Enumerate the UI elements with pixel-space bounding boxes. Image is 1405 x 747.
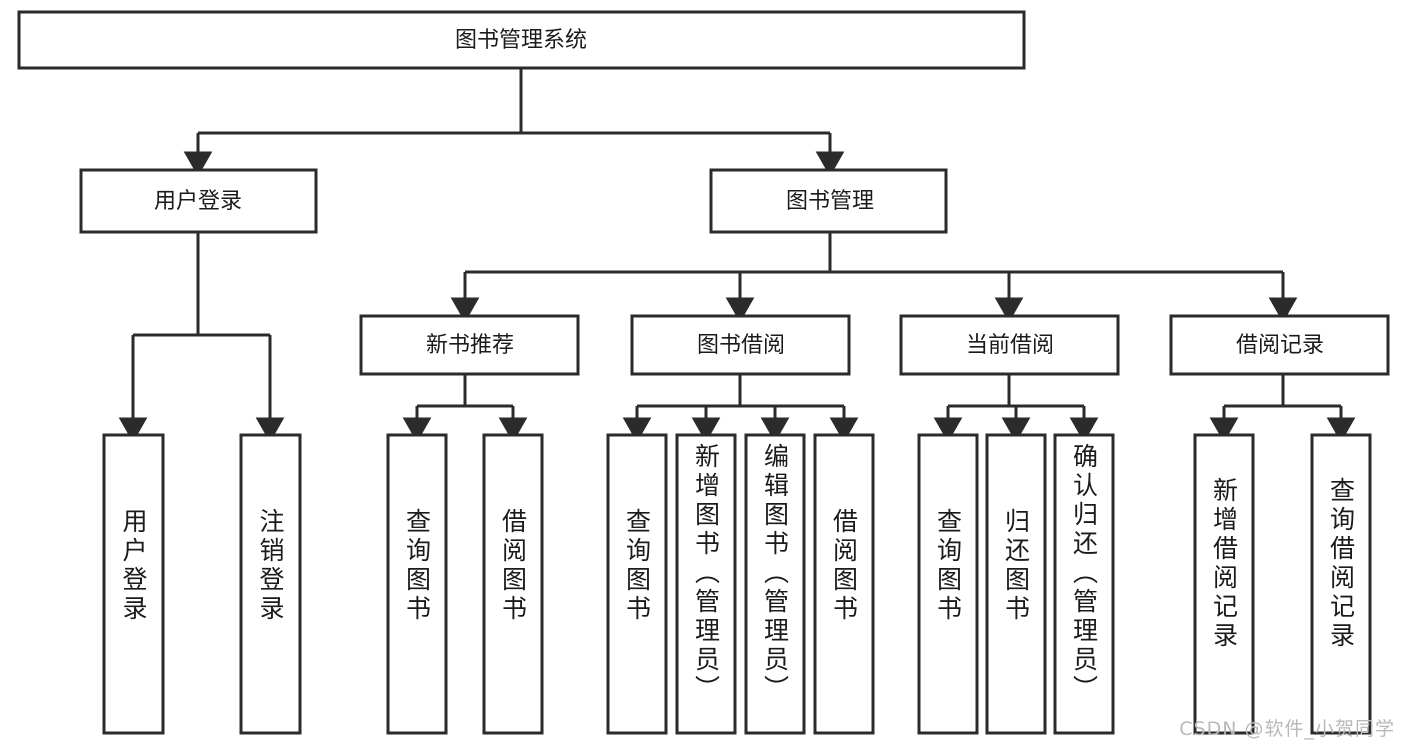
leaf-box-borrow-book-1[interactable]: [482, 433, 544, 735]
leaf-box-user-login[interactable]: [102, 433, 165, 735]
node-book-borrow[interactable]: 图书借阅: [630, 314, 851, 376]
leaf-box-add-record[interactable]: [1193, 433, 1255, 735]
connector-group-book-manage-to-level3: [450, 232, 1298, 323]
node-current-borrow-label: 当前借阅: [966, 333, 1054, 358]
leaf-box-query-book-3[interactable]: [917, 433, 979, 735]
node-borrow-record-box: [1169, 314, 1390, 376]
connector-group-book-borrow-to-leaves: [622, 374, 859, 443]
leaf-boxes-group: [102, 433, 1372, 735]
leaf-box-edit-book[interactable]: [744, 433, 806, 735]
leaf-box-borrow-book-2[interactable]: [813, 433, 875, 735]
node-book-manage-label: 图书管理: [786, 189, 874, 214]
connector-group-borrow-record-to-leaves: [1209, 374, 1356, 443]
node-book-manage[interactable]: 图书管理: [709, 168, 948, 234]
node-user-login-box: [79, 168, 318, 234]
node-root-label: 图书管理系统: [455, 28, 587, 53]
connector-group-new-book-to-leaves: [402, 374, 528, 443]
leaf-box-query-record[interactable]: [1310, 433, 1372, 735]
node-borrow-record-label: 借阅记录: [1236, 333, 1324, 358]
node-current-borrow-box: [899, 314, 1120, 376]
watermark-text: CSDN @软件_小贺同学: [1179, 718, 1395, 740]
connector-group-current-borrow-to-leaves: [933, 374, 1099, 443]
node-book-manage-box: [709, 168, 948, 234]
node-borrow-record[interactable]: 借阅记录: [1169, 314, 1390, 376]
node-root[interactable]: 图书管理系统: [17, 10, 1026, 70]
node-root-box: [17, 10, 1026, 70]
node-current-borrow[interactable]: 当前借阅: [899, 314, 1120, 376]
node-new-book-recommend[interactable]: 新书推荐: [359, 314, 580, 376]
leaf-box-return-book[interactable]: [985, 433, 1047, 735]
connector-group-user-login-to-leaves: [118, 232, 285, 443]
leaf-box-query-book-2[interactable]: [606, 433, 668, 735]
node-new-book-recommend-box: [359, 314, 580, 376]
leaf-box-confirm-return[interactable]: [1053, 433, 1115, 735]
leaf-box-user-logout[interactable]: [239, 433, 302, 735]
node-user-login-label: 用户登录: [154, 189, 242, 214]
leaf-box-add-book[interactable]: [675, 433, 737, 735]
node-book-borrow-label: 图书借阅: [697, 333, 785, 358]
node-user-login[interactable]: 用户登录: [79, 168, 318, 234]
node-new-book-recommend-label: 新书推荐: [426, 333, 514, 358]
leaf-box-query-book-1[interactable]: [386, 433, 448, 735]
connector-group-root-to-level2: [183, 68, 845, 177]
node-book-borrow-box: [630, 314, 851, 376]
